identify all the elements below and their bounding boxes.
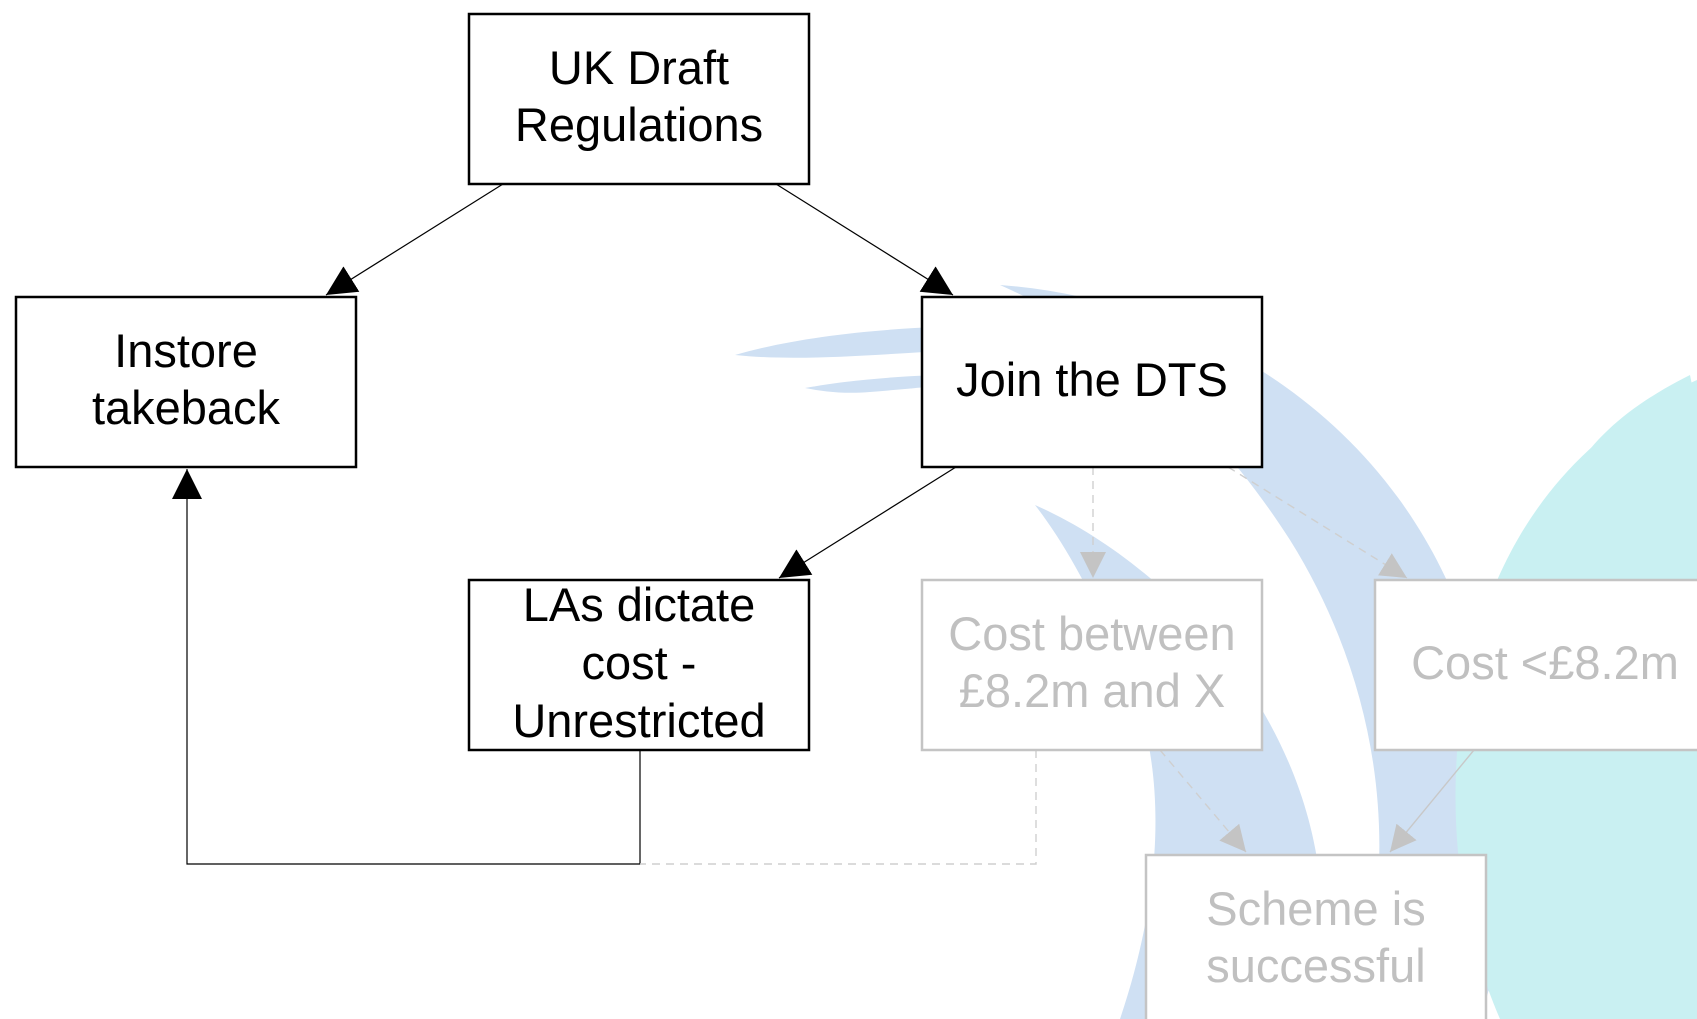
edge-dts-to-las [778,466,957,579]
node-label-line: Regulations [515,98,763,151]
node-label-line: LAs dictate [523,578,756,631]
node-instore-takeback[interactable]: Instore takeback [14,295,358,469]
node-label-line: Unrestricted [512,694,765,747]
node-label-line: successful [1206,939,1425,992]
edges [172,183,1475,865]
node-label-line: Join the DTS [956,353,1228,406]
node-label-line: takeback [92,381,281,434]
edge-cost-under-to-scheme [1389,749,1475,853]
node-label-line: Scheme is [1206,882,1425,935]
node-join-the-dts[interactable]: Join the DTS [920,295,1264,469]
node-label-line: Cost between [948,607,1235,660]
edge-draft-to-dts [775,183,954,296]
node-cost-between[interactable]: Cost between £8.2m and X [920,578,1264,752]
node-label-line: Instore [114,324,258,377]
node-scheme-successful[interactable]: Scheme is successful [1144,853,1488,1019]
watermark-cyan-tip [1575,375,1697,470]
node-uk-draft-regulations[interactable]: UK Draft Regulations [467,12,811,186]
edge-draft-to-instore [325,183,504,296]
edge-cost-between-to-instore [640,750,1037,865]
node-cost-under[interactable]: Cost <£8.2m [1373,578,1697,752]
node-label-line: Cost <£8.2m [1411,636,1679,689]
node-label-line: cost - [582,636,697,689]
edge-las-to-instore [172,469,641,865]
node-label-line: £8.2m and X [959,664,1226,717]
node-label-line: UK Draft [549,41,729,94]
node-las-dictate-cost[interactable]: LAs dictate cost - Unrestricted [467,578,811,752]
edge-dts-to-cost-under [1227,466,1408,579]
